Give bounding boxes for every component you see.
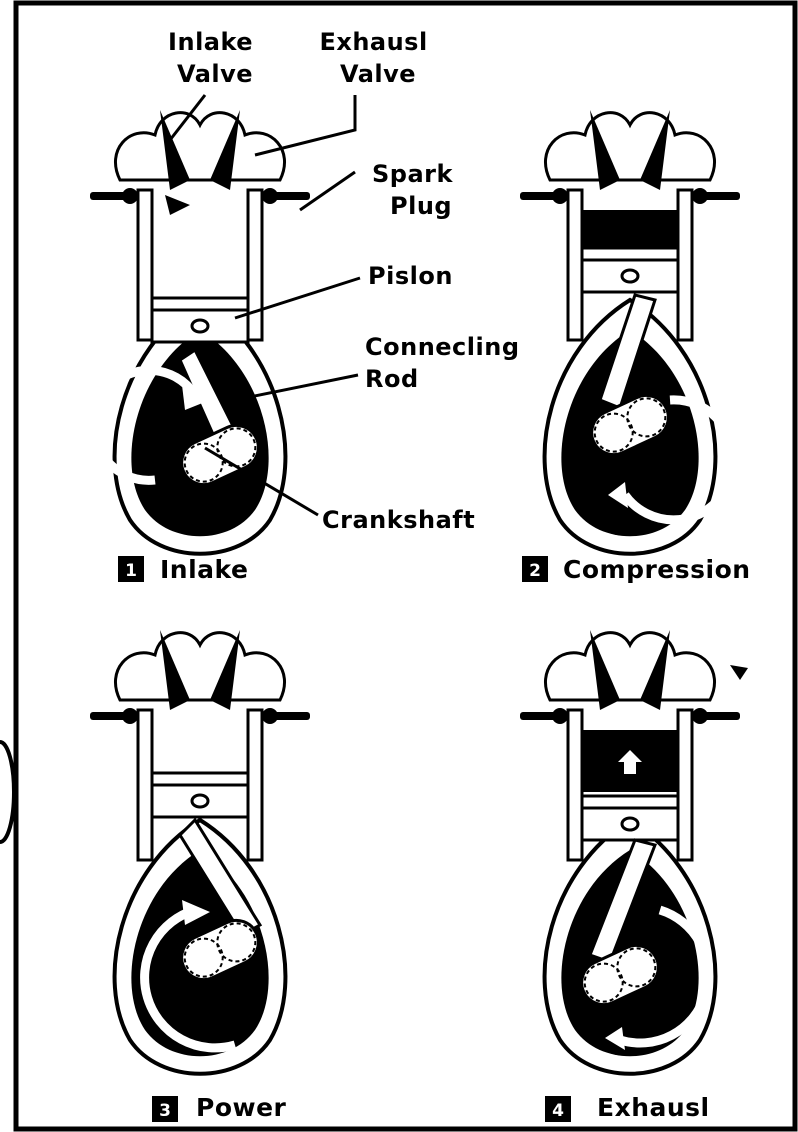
exhaust-stroke-panel	[520, 630, 748, 1074]
svg-text:4: 4	[552, 1101, 564, 1121]
intake-stroke-panel	[90, 110, 310, 554]
stroke-caption-1: 1 Inlake	[118, 555, 248, 584]
exhaust-valve-label: Exhausl Valve	[319, 28, 436, 88]
svg-text:Compression: Compression	[563, 555, 751, 584]
stroke-caption-3: 3 Power	[152, 1093, 287, 1122]
compression-stroke-panel	[520, 110, 740, 554]
svg-text:2: 2	[529, 561, 541, 581]
spark-plug-label: Spark Plug	[372, 160, 462, 220]
svg-text:Exhausl: Exhausl	[597, 1093, 710, 1122]
stroke-caption-2: 2 Compression	[522, 555, 751, 584]
svg-text:Inlake: Inlake	[160, 555, 248, 584]
stroke-caption-4: 4 Exhausl	[545, 1093, 710, 1122]
svg-text:Power: Power	[196, 1093, 287, 1122]
part-labels: Inlake Valve Exhausl Valve Spark Plug Pi…	[168, 28, 528, 534]
power-stroke-panel	[90, 630, 310, 1074]
crankshaft-label: Crankshaft	[322, 506, 475, 534]
connecting-rod-label: Connecling Rod	[365, 333, 528, 393]
svg-text:3: 3	[159, 1101, 171, 1121]
intake-valve-label: Inlake Valve	[168, 28, 262, 88]
svg-text:1: 1	[125, 561, 137, 581]
piston-label: Pislon	[368, 262, 453, 290]
